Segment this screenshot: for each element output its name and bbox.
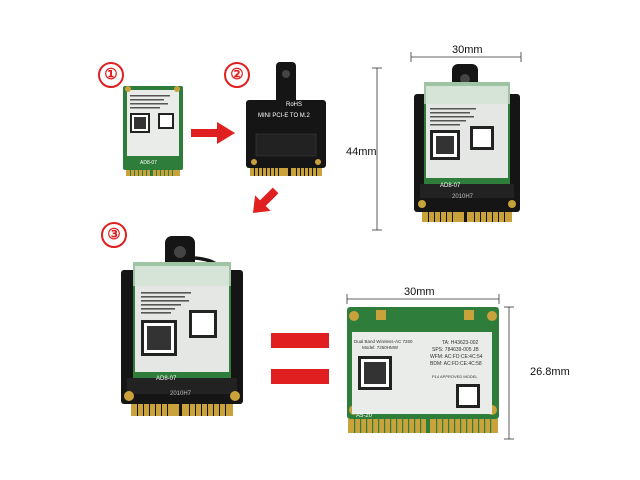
bottom-card-chip-code: AD8-07 <box>156 376 177 382</box>
half-mini-sps: SPS: 784639-005 JB <box>432 347 479 353</box>
top-width-dimension-line <box>410 52 522 62</box>
half-mini-ta: TA: H43623-002 <box>442 340 479 346</box>
adapter-model-text: MINI PCI-E TO M.2 <box>258 113 310 119</box>
m2-card-small <box>123 86 183 176</box>
bottom-width-dimension-line <box>346 294 500 304</box>
adapter-board-small <box>246 62 326 176</box>
equals-bar-top <box>271 333 329 348</box>
bottom-height-dimension-line <box>504 306 514 440</box>
arrow-right-icon <box>191 122 235 144</box>
assembled-card-top <box>414 64 520 222</box>
assembled-card-bottom <box>121 236 243 416</box>
adapter-rohs-text: RoHS <box>286 102 303 108</box>
half-mini-bdm: BDM: AC:FD:CE:4C:58 <box>430 361 482 367</box>
arrow-down-left-icon <box>252 187 279 214</box>
top-height-label: 44mm <box>346 146 377 158</box>
equals-bar-bottom <box>271 369 329 384</box>
top-width-label: 30mm <box>452 44 483 56</box>
half-mini-p14: P14 APPROVED MODEL <box>432 374 478 379</box>
bottom-adapter-code: 2010H7 <box>170 391 192 397</box>
half-mini-model: Model: 7260HMW <box>362 345 399 350</box>
half-mini-wfm: WFM: AC:FD:CE:4C:54 <box>430 354 483 360</box>
bottom-height-label: 26.8mm <box>530 366 570 378</box>
step-two-label: ② <box>224 62 250 88</box>
step-one-label: ① <box>98 62 124 88</box>
top-height-dimension-line <box>372 67 382 231</box>
m2-card-small-code: AD8-07 <box>140 160 157 166</box>
bottom-width-label: 30mm <box>404 286 435 298</box>
top-adapter-code: 2010H7 <box>452 194 474 200</box>
half-mini-footer-code: A5-20 <box>356 413 373 419</box>
step-three-label: ③ <box>101 222 127 248</box>
half-mini-title: Dual Band Wireless-AC 7260 <box>354 339 413 344</box>
top-card-chip-code: AD8-07 <box>440 183 461 189</box>
half-mini-card <box>347 307 499 433</box>
